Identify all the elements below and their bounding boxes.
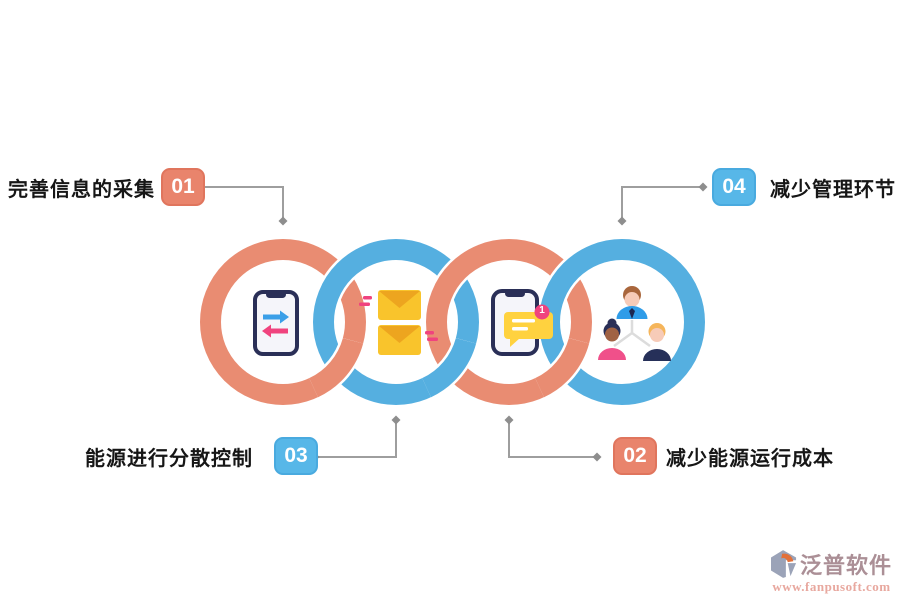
step-03-label: 能源进行分散控制 [85,447,253,470]
ring-1-coral [197,236,369,408]
watermark-url: www.fanpusoft.com [772,579,891,594]
connector-step-03 [315,420,397,458]
team-icon [598,286,671,361]
person-right [643,323,671,361]
step-01-label: 完善信息的采集 [8,178,155,201]
ring-2-blue [310,236,482,408]
step-02-label: 减少能源运行成本 [666,447,834,470]
notification-count: 1 [539,305,545,316]
step-02-badge: 02 [613,437,657,475]
watermark: 泛普软件 www.fanpusoft.com [770,548,892,595]
fanpu-logo-icon [770,550,797,578]
step-04-badge: 04 [712,168,756,206]
phone-transfer-icon [253,290,299,356]
connector-diamonds [192,182,708,462]
connector-step-01 [197,186,284,221]
step-03: 能源进行分散控制 03 [85,437,318,475]
step-01: 完善信息的采集 01 [8,168,205,206]
ring-3-coral [423,236,595,408]
envelopes-icon [359,290,438,355]
watermark-brand: 泛普软件 [799,553,892,578]
connector-step-04 [621,186,703,221]
person-top [616,286,648,319]
person-left [598,318,626,360]
ring-weave-patches [307,336,592,400]
step-03-badge: 03 [274,437,318,475]
step-01-badge: 01 [161,168,205,206]
phone-chat-icon [491,289,553,356]
step-02: 02 减少能源运行成本 [613,437,834,475]
step-04: 04 减少管理环节 [712,168,896,206]
step-04-label: 减少管理环节 [770,178,896,201]
connector-step-02 [508,420,597,458]
